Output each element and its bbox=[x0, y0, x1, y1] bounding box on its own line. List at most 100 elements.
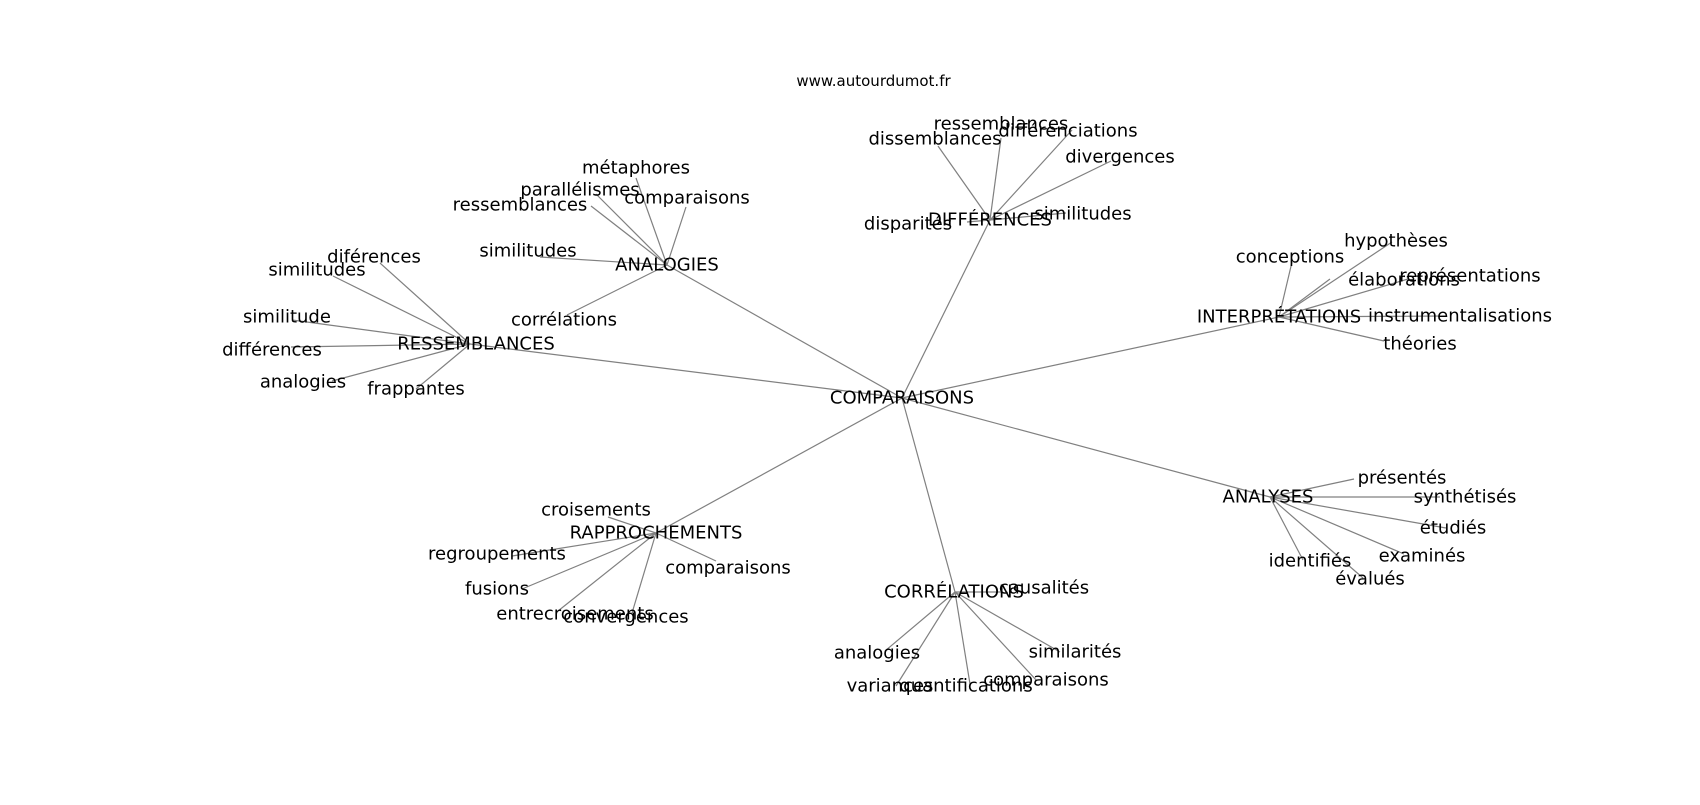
edge-hub-4-leaf-0 bbox=[1269, 478, 1355, 498]
edge-hub-2-leaf-4 bbox=[1278, 315, 1447, 318]
leaf-node-label: analogies bbox=[260, 372, 346, 393]
edge-hub-1-leaf-0 bbox=[989, 137, 1002, 221]
edge-hub-3-leaf-3 bbox=[290, 343, 471, 348]
edge-hub-3-leaf-1 bbox=[332, 275, 471, 345]
hub-node-label: RAPPROCHEMENTS bbox=[570, 523, 743, 544]
hub-node-label: INTERPRÉTATIONS bbox=[1197, 306, 1361, 328]
leaf-node-label: regroupements bbox=[428, 544, 566, 565]
edge-hub-2-leaf-1 bbox=[1278, 261, 1293, 318]
edge-hub-1-leaf-1 bbox=[937, 145, 991, 221]
leaf-node-label: représentations bbox=[1399, 266, 1540, 287]
hub-node-label: DIFFÉRENCES bbox=[928, 209, 1052, 231]
hub-node-label: ANALOGIES bbox=[615, 255, 719, 276]
edge-hub-3-leaf-2 bbox=[291, 319, 471, 345]
labels: COMPARAISONS ANALOGIES métaphoresparalléli… bbox=[222, 114, 1552, 697]
edge-root-hub-2 bbox=[901, 316, 1280, 399]
root-node-label: COMPARAISONS bbox=[830, 388, 974, 409]
leaf-node-label: entrecroisements bbox=[496, 604, 653, 625]
leaf-node-label: convergences bbox=[563, 607, 688, 628]
edge-hub-2-leaf-2 bbox=[1278, 278, 1409, 318]
edge-hub-6-leaf-2 bbox=[954, 591, 1061, 653]
leaf-node-label: comparaisons bbox=[983, 670, 1109, 691]
leaf-node-label: évalués bbox=[1335, 569, 1405, 590]
edge-hub-6-leaf-1 bbox=[884, 591, 956, 652]
leaf-node-label: quantifications bbox=[899, 676, 1032, 697]
leaf-node-label: identifiés bbox=[1269, 551, 1352, 572]
leaf-node-label: étudiés bbox=[1420, 518, 1486, 539]
edge-hub-0-leaf-5 bbox=[566, 264, 668, 316]
leaf-node-label: différenciations bbox=[998, 121, 1137, 142]
edge-hub-5-leaf-3 bbox=[521, 532, 657, 590]
edge-hub-0-leaf-2 bbox=[590, 205, 668, 266]
leaf-node-label: ressemblances bbox=[934, 114, 1069, 135]
leaf-node-label: conceptions bbox=[1236, 247, 1345, 268]
edge-hub-6-leaf-4 bbox=[954, 591, 971, 685]
leaf-node-label: différences bbox=[222, 340, 322, 361]
edge-hub-3-leaf-5 bbox=[415, 343, 471, 390]
source-watermark: www.autourdumot.fr bbox=[796, 72, 951, 90]
leaf-node-label: élaborations bbox=[1348, 270, 1460, 291]
edge-hub-6-leaf-3 bbox=[895, 591, 956, 687]
edge-hub-4-leaf-5 bbox=[1269, 496, 1364, 579]
leaf-node-label: causalités bbox=[999, 578, 1089, 599]
leaf-node-label: similitudes bbox=[268, 260, 365, 281]
edge-hub-4-leaf-2 bbox=[1269, 496, 1447, 529]
edge-hub-1-leaf-2 bbox=[989, 129, 1073, 221]
edge-root-hub-5 bbox=[655, 397, 903, 534]
edge-hub-1-leaf-4 bbox=[966, 219, 991, 223]
edge-root-hub-4 bbox=[901, 397, 1271, 498]
edge-root-hub-1 bbox=[901, 219, 991, 399]
leaf-node-label: croisements bbox=[541, 500, 651, 521]
edge-hub-4-leaf-4 bbox=[1269, 496, 1304, 561]
leaf-node-label: similitude bbox=[243, 307, 331, 328]
leaf-node-label: variances bbox=[847, 676, 934, 697]
leaf-node-label: analogies bbox=[834, 643, 920, 664]
edge-hub-1-leaf-5 bbox=[989, 212, 1067, 221]
leaf-node-label: similitudes bbox=[479, 241, 576, 262]
edge-hub-2-leaf-3 bbox=[1278, 278, 1331, 318]
edge-hub-6-leaf-5 bbox=[954, 591, 1038, 682]
edge-root-hub-6 bbox=[901, 397, 956, 593]
leaf-node-label: diférences bbox=[327, 247, 421, 268]
edge-hub-2-leaf-0 bbox=[1278, 241, 1393, 318]
edge-root-hub-0 bbox=[666, 264, 903, 399]
edge-hub-0-leaf-0 bbox=[635, 177, 668, 266]
edges bbox=[290, 129, 1447, 687]
leaf-node-label: frappantes bbox=[367, 379, 465, 400]
leaf-node-label: parallélismes bbox=[520, 180, 639, 201]
edge-hub-5-leaf-4 bbox=[557, 532, 657, 612]
edge-hub-0-leaf-3 bbox=[666, 206, 687, 266]
hub-node-label: CORRÉLATIONS bbox=[884, 581, 1024, 603]
edge-hub-5-leaf-5 bbox=[631, 532, 657, 614]
edge-hub-5-leaf-1 bbox=[511, 532, 657, 557]
leaf-node-label: ressemblances bbox=[453, 195, 588, 216]
leaf-node-label: métaphores bbox=[582, 158, 690, 179]
edge-root-hub-3 bbox=[469, 343, 903, 399]
edge-hub-0-leaf-1 bbox=[595, 193, 668, 266]
edge-hub-2-leaf-5 bbox=[1278, 316, 1385, 342]
leaf-node-label: présentés bbox=[1358, 468, 1447, 489]
edge-hub-1-leaf-3 bbox=[989, 160, 1112, 221]
leaf-node-label: synthétisés bbox=[1414, 487, 1517, 508]
leaf-node-label: corrélations bbox=[511, 310, 617, 331]
leaf-node-label: disparités bbox=[864, 214, 952, 235]
hub-node-label: RESSEMBLANCES bbox=[397, 334, 555, 355]
leaf-node-label: fusions bbox=[465, 579, 529, 600]
edge-hub-5-leaf-2 bbox=[655, 532, 717, 562]
edge-hub-5-leaf-0 bbox=[607, 516, 657, 534]
leaf-node-label: hypothèses bbox=[1344, 231, 1448, 252]
edge-hub-4-leaf-3 bbox=[1269, 496, 1405, 555]
leaf-node-label: divergences bbox=[1065, 147, 1175, 168]
edge-hub-3-leaf-0 bbox=[379, 262, 471, 345]
leaf-node-label: comparaisons bbox=[665, 558, 791, 579]
leaf-node-label: examinés bbox=[1379, 546, 1466, 567]
leaf-node-label: comparaisons bbox=[624, 188, 750, 209]
leaf-node-label: dissemblances bbox=[868, 129, 1001, 150]
leaf-node-label: similitudes bbox=[1034, 204, 1131, 225]
edge-hub-0-leaf-4 bbox=[539, 256, 668, 266]
leaf-node-label: instrumentalisations bbox=[1368, 306, 1552, 327]
hub-node-label: ANALYSES bbox=[1223, 487, 1314, 508]
leaf-node-label: théories bbox=[1383, 334, 1456, 355]
